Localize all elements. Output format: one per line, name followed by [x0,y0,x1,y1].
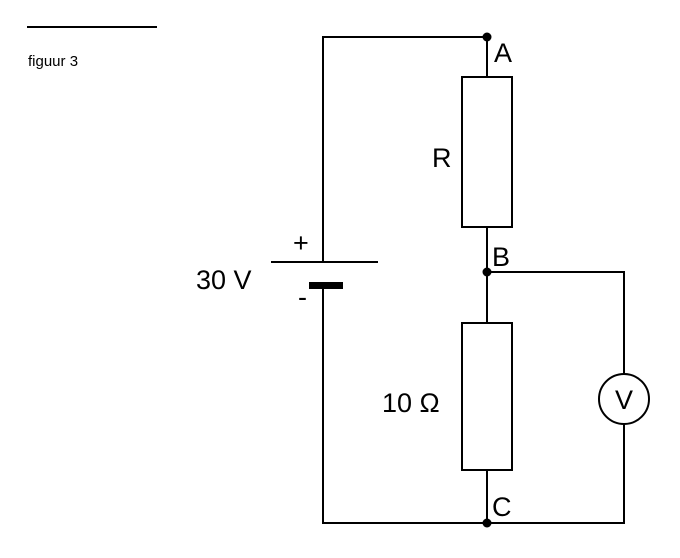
wire-top-left [322,36,488,263]
resistor-10-ohm [461,322,513,471]
wire-bottom-left [322,284,488,524]
battery-plus-sign: + [293,228,309,258]
wire-voltmeter-to-c [486,423,625,524]
battery-voltage-label: 30 V [196,265,252,295]
battery-minus-sign: - [298,282,307,312]
resistor-10-ohm-label: 10 Ω [382,388,440,418]
node-c-label: C [492,492,512,522]
voltmeter [598,373,650,425]
node-b-label: B [492,242,510,272]
node-b-dot [482,267,492,277]
figure-caption: figuur 3 [28,53,78,70]
wire-b-to-voltmeter [486,271,625,375]
resistor-r-label: R [432,143,452,173]
battery-negative-plate [309,282,343,289]
node-a-dot [482,32,492,42]
node-c-dot [482,518,492,528]
node-a-label: A [494,38,512,68]
voltmeter-symbol: V [615,385,633,415]
resistor-r [461,76,513,228]
